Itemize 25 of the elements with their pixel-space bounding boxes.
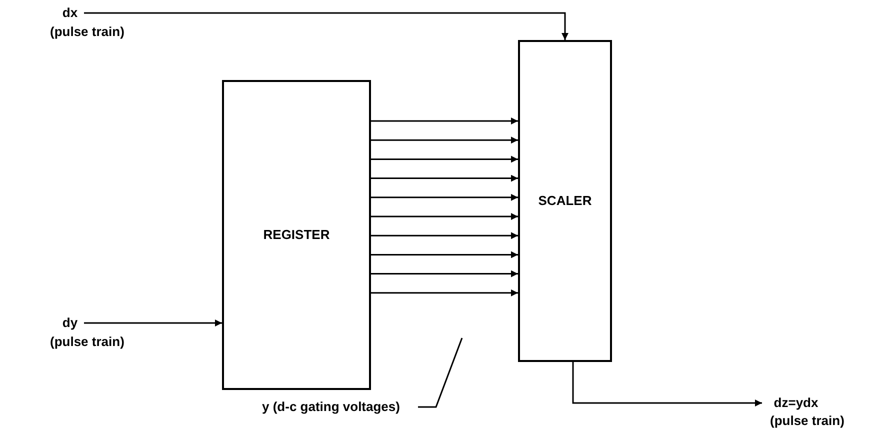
arrow — [371, 232, 518, 240]
arrow — [371, 270, 518, 278]
arrow — [84, 12, 568, 40]
signal-label: y (d-c gating voltages) — [246, 398, 416, 416]
signal-note: (pulse train) — [770, 412, 844, 430]
block-label: SCALER — [538, 192, 592, 210]
arrow — [572, 362, 762, 406]
arrow — [371, 136, 518, 144]
block-box — [222, 80, 371, 390]
arrow — [371, 174, 518, 182]
signal-label: dy — [58, 314, 82, 332]
signal-note: (pulse train) — [50, 333, 124, 351]
block-box — [518, 40, 612, 362]
leader-line — [418, 338, 463, 408]
signal-label: dx — [58, 4, 82, 22]
arrow — [371, 251, 518, 258]
signal-label: dz=ydx — [764, 394, 828, 412]
arrow — [371, 289, 518, 296]
signal-note: (pulse train) — [50, 23, 124, 41]
arrow — [84, 320, 222, 326]
block-label: REGISTER — [263, 226, 330, 244]
arrow — [371, 156, 518, 163]
arrow — [371, 118, 518, 124]
arrow — [371, 194, 518, 201]
arrow — [371, 213, 518, 220]
